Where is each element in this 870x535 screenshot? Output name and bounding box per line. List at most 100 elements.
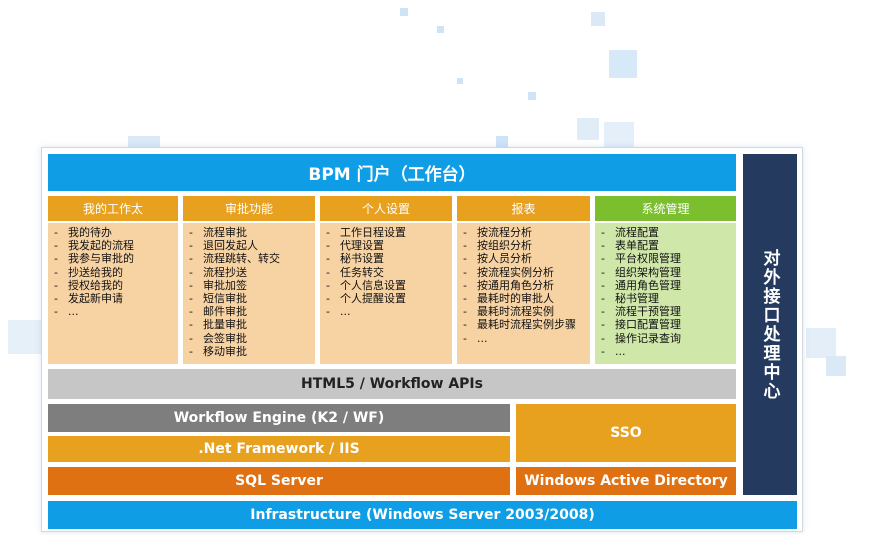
list-item: -授权给我的 xyxy=(54,279,172,292)
list-item: -工作日程设置 xyxy=(326,226,446,239)
list-item: -代理设置 xyxy=(326,239,446,252)
net-framework-label: .Net Framework / IIS xyxy=(198,441,360,457)
bullet-dash: - xyxy=(463,331,467,345)
decor-square xyxy=(577,118,599,140)
bullet-dash: - xyxy=(189,265,193,279)
column-header-approval: 审批功能 xyxy=(183,196,315,221)
sso-label: SSO xyxy=(610,425,642,441)
list-item: -按流程分析 xyxy=(463,226,584,239)
column-title: 我的工作太 xyxy=(82,202,143,216)
item-label: 我发起的流程 xyxy=(68,239,134,253)
item-label: 按组织分析 xyxy=(477,239,532,253)
list-item: -操作记录查询 xyxy=(601,332,730,345)
bullet-dash: - xyxy=(601,265,605,279)
item-list: -工作日程设置-代理设置-秘书设置-任务转交-个人信息设置-个人提醒设置-... xyxy=(326,226,446,318)
list-item: -我参与审批的 xyxy=(54,252,172,265)
list-item: -... xyxy=(601,345,730,358)
list-item: -按通用角色分析 xyxy=(463,279,584,292)
column-title: 报表 xyxy=(511,202,536,216)
decor-square xyxy=(8,320,42,354)
bullet-dash: - xyxy=(601,278,605,292)
item-label: 抄送给我的 xyxy=(68,265,123,279)
item-label: 会签审批 xyxy=(203,331,247,345)
interface-center-label: 对外接口处理中心 xyxy=(759,248,780,401)
infrastructure-layer: Infrastructure (Windows Server 2003/2008… xyxy=(48,501,797,529)
item-label: 流程配置 xyxy=(615,226,659,239)
engine-label: Workflow Engine (K2 / WF) xyxy=(173,410,385,426)
portal-title: BPM 门户（工作台） xyxy=(308,165,476,185)
bullet-dash: - xyxy=(601,239,605,253)
list-item: -... xyxy=(326,305,446,318)
bullet-dash: - xyxy=(463,265,467,279)
column-header-system: 系统管理 xyxy=(595,196,736,221)
column-title: 个人设置 xyxy=(361,202,410,216)
item-label: 发起新申请 xyxy=(68,292,123,306)
list-item: -个人信息设置 xyxy=(326,279,446,292)
list-item: -流程跳转、转交 xyxy=(189,252,309,265)
decor-square xyxy=(457,78,463,84)
decor-square xyxy=(591,12,605,26)
decor-square xyxy=(528,92,536,100)
item-label: 按流程分析 xyxy=(477,226,532,239)
item-label: 我的待办 xyxy=(68,226,112,239)
item-label: 按人员分析 xyxy=(477,252,532,266)
bullet-dash: - xyxy=(463,292,467,306)
list-item: -审批加签 xyxy=(189,279,309,292)
bullet-dash: - xyxy=(601,344,605,358)
list-item: -... xyxy=(463,332,584,345)
list-item: -短信审批 xyxy=(189,292,309,305)
list-item: -按组织分析 xyxy=(463,239,584,252)
bullet-dash: - xyxy=(326,252,330,266)
bullet-dash: - xyxy=(189,252,193,266)
bullet-dash: - xyxy=(463,226,467,239)
item-label: 平台权限管理 xyxy=(615,252,681,266)
list-item: -组织架构管理 xyxy=(601,266,730,279)
list-item: -最耗时的审批人 xyxy=(463,292,584,305)
list-item: -接口配置管理 xyxy=(601,318,730,331)
bullet-dash: - xyxy=(54,226,58,239)
bullet-dash: - xyxy=(463,278,467,292)
list-item: -按流程实例分析 xyxy=(463,266,584,279)
bullet-dash: - xyxy=(463,239,467,253)
bullet-dash: - xyxy=(54,292,58,306)
item-label: 流程跳转、转交 xyxy=(203,252,280,266)
bullet-dash: - xyxy=(463,252,467,266)
item-list: -流程配置-表单配置-平台权限管理-组织架构管理-通用角色管理-秘书管理-流程干… xyxy=(601,226,730,358)
bullet-dash: - xyxy=(189,331,193,345)
item-label: 我参与审批的 xyxy=(68,252,134,266)
column-body-system: -流程配置-表单配置-平台权限管理-组织架构管理-通用角色管理-秘书管理-流程干… xyxy=(595,223,736,364)
item-label: 按流程实例分析 xyxy=(477,265,554,279)
column-title: 审批功能 xyxy=(224,202,273,216)
bullet-dash: - xyxy=(601,305,605,319)
column-body-approval: -流程审批-退回发起人-流程跳转、转交-流程抄送-审批加签-短信审批-邮件审批-… xyxy=(183,223,315,364)
item-list: -我的待办-我发起的流程-我参与审批的-抄送给我的-授权给我的-发起新申请-..… xyxy=(54,226,172,318)
list-item: -表单配置 xyxy=(601,239,730,252)
list-item: -我发起的流程 xyxy=(54,239,172,252)
decor-square xyxy=(437,26,444,33)
bullet-dash: - xyxy=(189,318,193,332)
bullet-dash: - xyxy=(601,226,605,239)
item-label: 流程抄送 xyxy=(203,265,247,279)
item-label: ... xyxy=(615,344,626,358)
list-item: -流程抄送 xyxy=(189,266,309,279)
decor-square xyxy=(609,50,637,78)
list-item: -秘书设置 xyxy=(326,252,446,265)
engine-layer: Workflow Engine (K2 / WF) xyxy=(48,404,510,432)
list-item: -抄送给我的 xyxy=(54,266,172,279)
item-label: 个人信息设置 xyxy=(340,278,406,292)
list-item: -最耗时流程实例 xyxy=(463,305,584,318)
item-label: 按通用角色分析 xyxy=(477,278,554,292)
column-header-reports: 报表 xyxy=(457,196,590,221)
portal-bar: BPM 门户（工作台） xyxy=(48,154,736,191)
bullet-dash: - xyxy=(54,239,58,253)
item-label: 任务转交 xyxy=(340,265,384,279)
active-directory-label: Windows Active Directory xyxy=(524,473,728,489)
item-label: ... xyxy=(340,305,351,319)
item-list: -按流程分析-按组织分析-按人员分析-按流程实例分析-按通用角色分析-最耗时的审… xyxy=(463,226,584,345)
item-label: 最耗时的审批人 xyxy=(477,292,554,306)
bullet-dash: - xyxy=(189,344,193,358)
bullet-dash: - xyxy=(189,239,193,253)
item-label: ... xyxy=(477,331,488,345)
interface-center-bar: 对外接口处理中心 xyxy=(743,154,797,495)
item-label: 组织架构管理 xyxy=(615,265,681,279)
